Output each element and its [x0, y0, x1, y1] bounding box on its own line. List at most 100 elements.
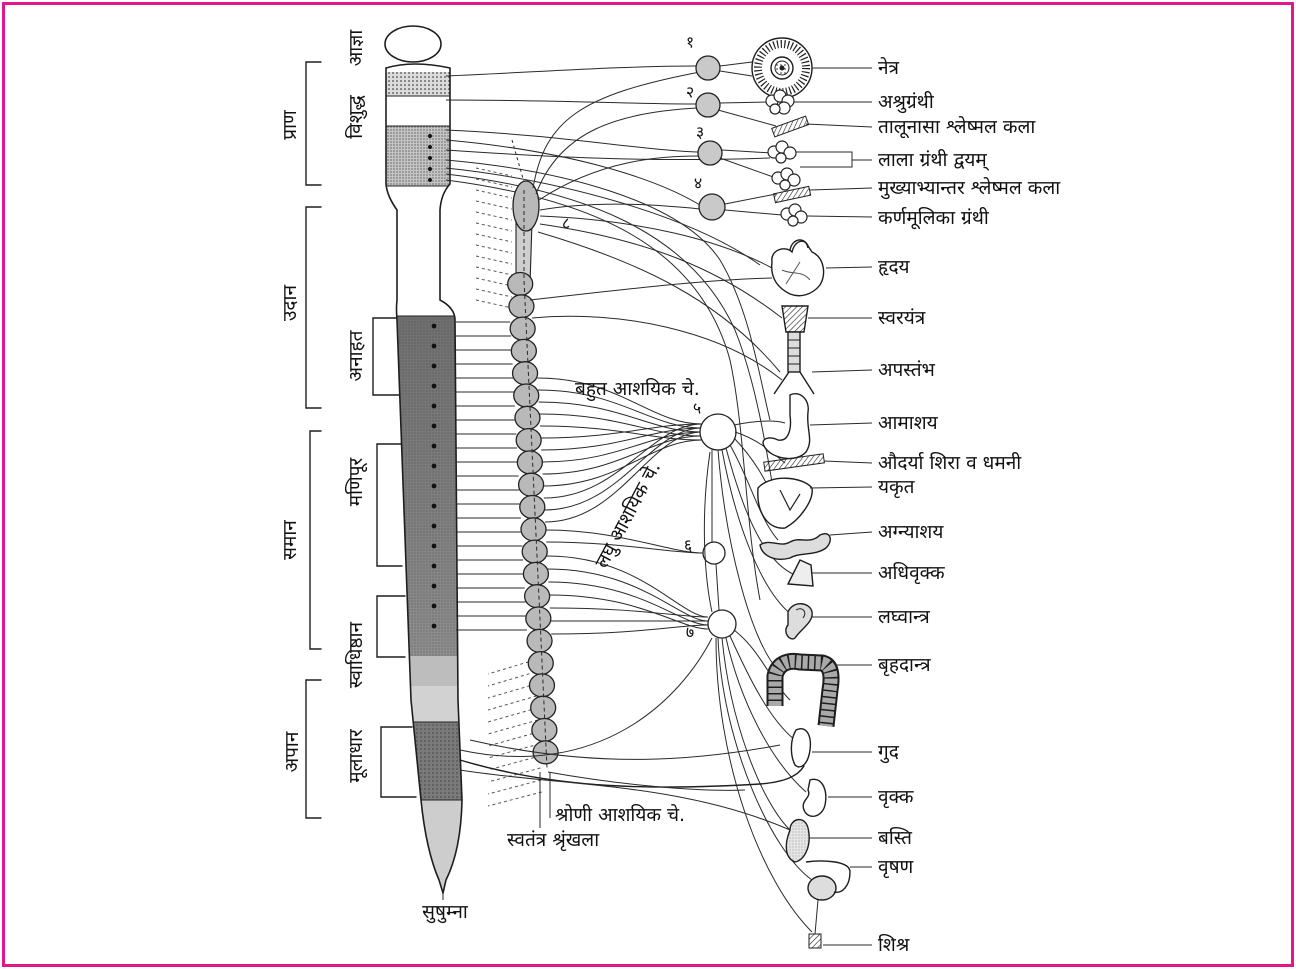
ramus-ray	[488, 780, 541, 794]
organ-label-eye: नेत्र	[878, 56, 900, 79]
chain-to-inferior-ganglion-fibre	[548, 569, 708, 621]
chain-ganglion	[509, 295, 534, 318]
superior-cervical-ganglion	[513, 181, 539, 231]
chain-ganglion	[529, 674, 554, 697]
brain-oval	[385, 26, 441, 62]
submandibular-ganglion	[698, 141, 722, 165]
ramus-ray	[488, 684, 536, 698]
ramus-ray	[476, 234, 512, 242]
chain-ganglion	[516, 429, 541, 452]
chain-to-inferior-ganglion-fibre	[549, 595, 708, 629]
organ-label-penis: शिश्र	[878, 933, 910, 956]
ramus-ray	[488, 696, 537, 710]
prana-label: प्राण	[279, 110, 301, 140]
prana-bracket	[306, 62, 321, 185]
prana-brackets: प्राण उदान समान अपान	[279, 62, 321, 818]
chain-ganglion	[528, 652, 553, 675]
ramus-ray	[488, 672, 535, 686]
organ-label-large-intestine: बृहदान्त्र	[878, 654, 931, 677]
organ-labels: नेत्र अश्रुग्रंथी तालूनासा श्लेष्मल कला …	[878, 56, 1061, 956]
chain-ganglion	[523, 562, 548, 585]
leader-salivary-bracket	[796, 152, 872, 167]
pelvic-splanchnic-nerve	[460, 760, 804, 787]
g1-to-eye	[720, 62, 752, 66]
inferior-mesenteric-ganglion	[708, 610, 736, 638]
ramus-ray	[476, 223, 512, 231]
cord-cell	[432, 524, 437, 529]
peripheral-ganglia: १ २ ३ ४ ५ ६ ७	[684, 33, 736, 642]
organ-label-parotid: कर्णमूलिका ग्रंथी	[878, 206, 990, 230]
svadhishthana-label: स्वाधिष्ठान	[344, 621, 367, 688]
chain-to-heart-fibre	[530, 278, 772, 300]
cord-cell	[428, 145, 432, 149]
chain-to-celiac-fibre	[543, 440, 702, 486]
chain-ganglion	[531, 696, 556, 719]
superior-mesenteric-ganglion	[703, 542, 725, 564]
stomach-icon	[763, 394, 810, 459]
organ-label-lacrimal: अश्रुग्रंथी	[878, 90, 935, 114]
nasal-mucosa-icon	[772, 116, 809, 137]
chain-to-inferior-ganglion-fibre	[548, 582, 708, 625]
leader-oral	[810, 188, 872, 190]
chain-ganglion	[522, 540, 547, 563]
g2-to-nasal	[718, 110, 776, 126]
cord-cell	[432, 564, 437, 569]
ramus-ray	[476, 267, 512, 275]
ramus-ray	[476, 245, 512, 253]
liver-icon	[758, 478, 812, 528]
g7-to-rectum	[730, 636, 795, 740]
cranial-nerves	[446, 66, 775, 600]
otic-ganglion	[699, 194, 725, 220]
pelvic-nerve-d	[548, 772, 745, 790]
ramus-ray	[476, 201, 512, 209]
leader-heart	[826, 267, 872, 268]
large-intestine-icon	[775, 661, 831, 726]
chain-to-celiac-fibre	[544, 428, 702, 510]
leader-stomach	[810, 423, 872, 425]
oral-mucosa-icon	[774, 186, 811, 202]
splanchnic-fibres	[456, 322, 708, 634]
chain-ganglion	[519, 473, 544, 496]
manipura-bracket	[377, 444, 402, 566]
cord-cell	[432, 384, 437, 389]
cord-cell	[432, 604, 437, 609]
cord-cell	[432, 444, 437, 449]
chain-to-inferior-ganglion-fibre	[551, 625, 708, 634]
apana-bracket	[306, 680, 321, 818]
lumbar-band	[380, 656, 470, 686]
kidney-icon	[803, 779, 826, 816]
chain-ganglion	[514, 384, 539, 407]
chain-ganglion	[513, 362, 538, 385]
penis-icon	[809, 900, 821, 948]
organ-label-kidney: वृक्क	[878, 786, 914, 809]
sympathetic-chain-label: स्वतंत्र श्रृंखला	[507, 829, 600, 852]
ajna-label: आज्ञा	[345, 29, 367, 67]
ganglion-number-1: १	[686, 33, 694, 52]
cord-cell	[428, 156, 432, 160]
cord-cell	[432, 324, 437, 329]
pancreas-icon	[760, 534, 830, 560]
heart-icon	[772, 240, 824, 296]
organ-label-oral-mucosa: मुख्याभ्यान्तर श्लेष्मल कला	[878, 176, 1061, 200]
leader-bronchi	[812, 370, 872, 372]
g1-to-eye-b	[720, 71, 752, 76]
bladder-icon	[786, 820, 809, 862]
fibre-to-lacrimal	[536, 108, 698, 194]
g4-to-oral	[725, 194, 776, 204]
leader-pancreas	[830, 532, 872, 535]
cord-cell	[432, 544, 437, 549]
fibre-to-larynx	[540, 224, 782, 318]
ramus-ray	[476, 300, 512, 308]
g3-to-salivary-b	[720, 158, 776, 178]
superior-ganglion-fibres	[512, 72, 782, 380]
organ-label-small-intestine: लघ्वान्त्र	[878, 606, 930, 628]
pelvic-nerve-c	[460, 638, 712, 757]
muladhara-label: मूलाधार	[345, 728, 368, 783]
organ-label-bladder: बस्ति	[878, 826, 913, 849]
ganglion-number-5: ५	[693, 399, 701, 418]
chain-ganglion	[526, 607, 551, 630]
ramus-ray	[488, 720, 538, 734]
svadhishthana-bracket	[377, 596, 405, 657]
